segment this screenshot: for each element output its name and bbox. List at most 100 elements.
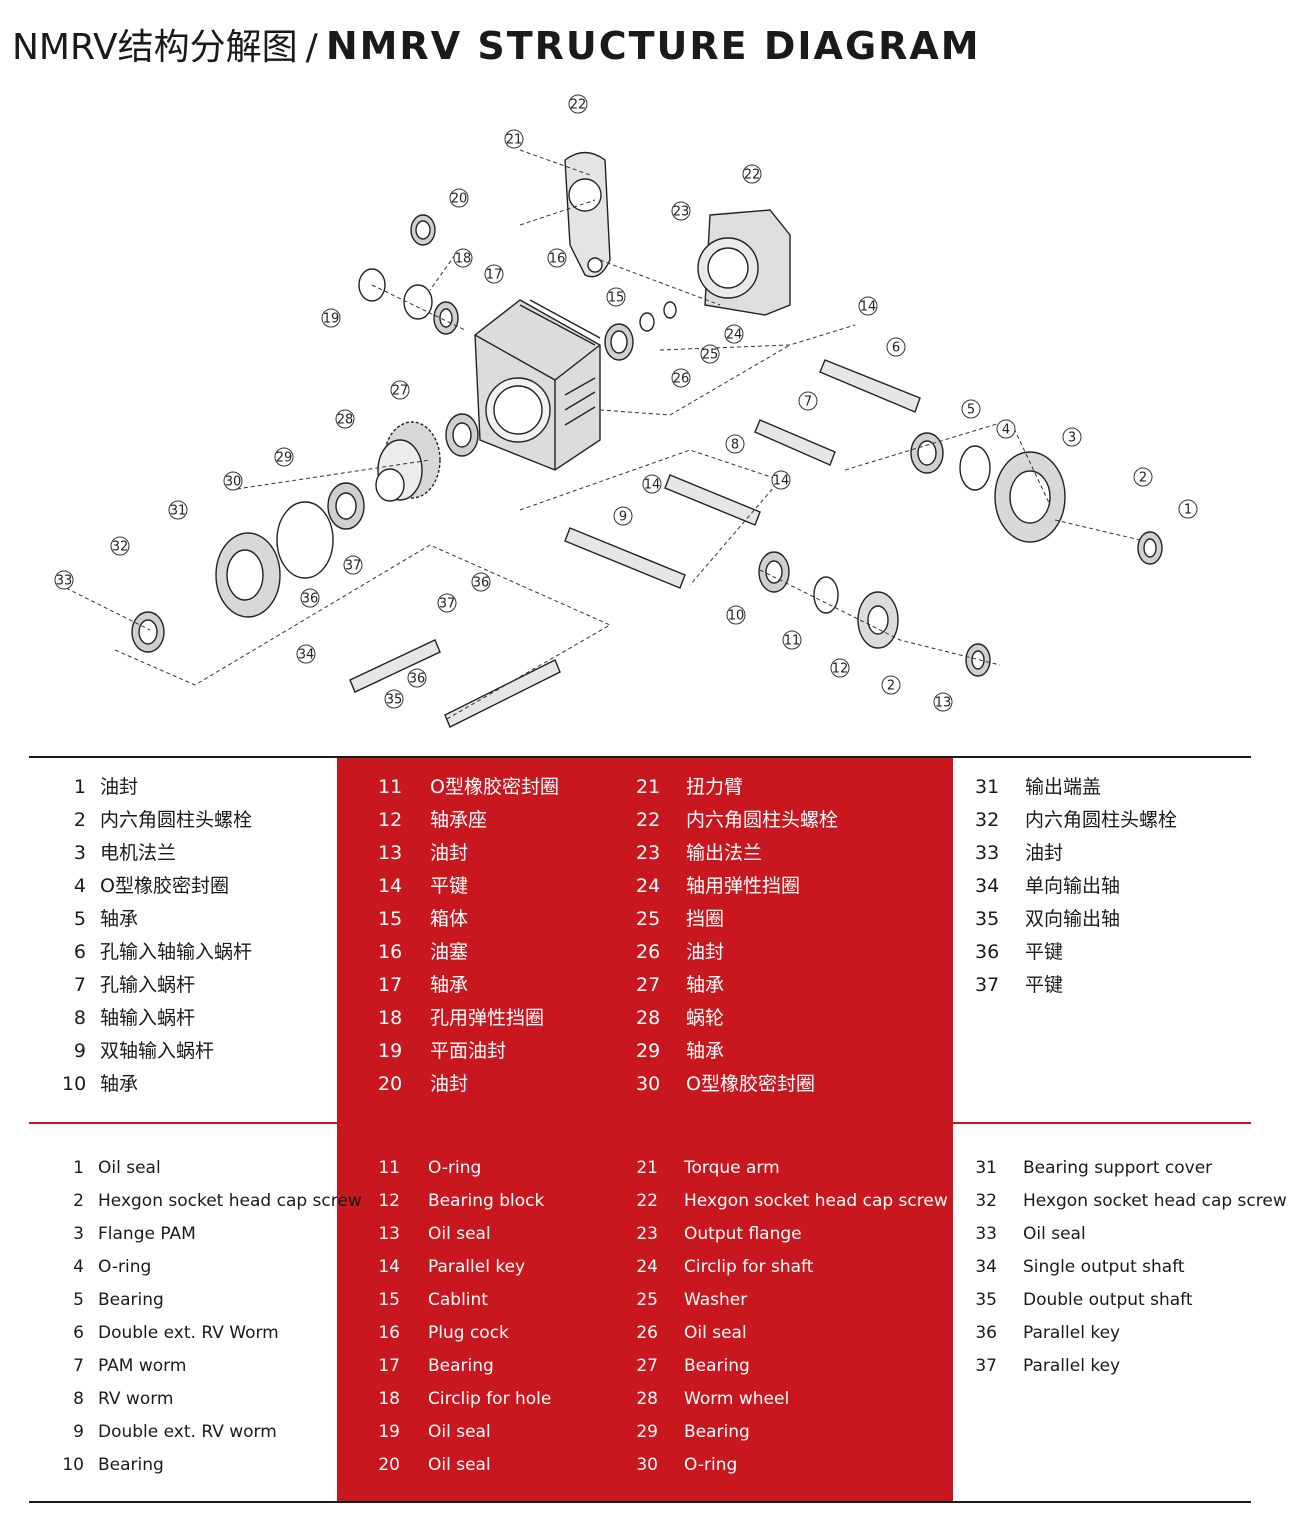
svg-text:24: 24 bbox=[726, 328, 743, 343]
worm-wheel-part bbox=[375, 421, 441, 502]
svg-text:13: 13 bbox=[935, 696, 952, 711]
part-name: Hexgon socket head cap screw bbox=[684, 1191, 948, 1211]
part-name: Single output shaft bbox=[1023, 1257, 1185, 1277]
part-cn-item: 20 油封 bbox=[378, 1069, 468, 1096]
part-number: 12 bbox=[378, 1191, 400, 1211]
part-name: 油封 bbox=[1025, 842, 1064, 864]
callout-37: 37 bbox=[437, 593, 457, 613]
output-flange-part bbox=[697, 209, 791, 316]
part-name: 单向输出轴 bbox=[1025, 875, 1121, 897]
part-number: 20 bbox=[378, 1073, 403, 1095]
svg-text:21: 21 bbox=[506, 133, 523, 148]
callout-22: 22 bbox=[742, 164, 762, 184]
callout-25: 25 bbox=[700, 344, 720, 364]
part-name: O-ring bbox=[98, 1257, 152, 1277]
part-number: 23 bbox=[636, 842, 661, 864]
callout-29: 29 bbox=[274, 447, 294, 467]
callout-28: 28 bbox=[335, 409, 355, 429]
callout-20: 20 bbox=[449, 188, 469, 208]
part-name: 轴承 bbox=[686, 974, 725, 996]
title-en: NMRV STRUCTURE DIAGRAM bbox=[325, 24, 981, 68]
callout-27: 27 bbox=[390, 380, 410, 400]
part-name: 油塞 bbox=[430, 941, 469, 963]
part-number: 13 bbox=[378, 842, 403, 864]
callout-32: 32 bbox=[110, 536, 130, 556]
svg-text:30: 30 bbox=[225, 475, 242, 490]
svg-text:11: 11 bbox=[784, 634, 801, 649]
part-name: Parallel key bbox=[1023, 1356, 1121, 1376]
part-name: 油封 bbox=[430, 1073, 469, 1095]
part-number: 25 bbox=[636, 1290, 658, 1310]
part-name: Plug cock bbox=[428, 1323, 509, 1343]
part-name: 孔输入蜗杆 bbox=[100, 974, 196, 996]
part-number: 34 bbox=[975, 1257, 997, 1277]
part-name: 内六角圆柱头螺栓 bbox=[686, 809, 839, 831]
part-name: 输出端盖 bbox=[1025, 776, 1102, 798]
part-name: 箱体 bbox=[430, 908, 469, 930]
parts-illustration bbox=[131, 151, 1163, 728]
callout-34: 34 bbox=[296, 644, 316, 664]
callout-24: 24 bbox=[724, 324, 744, 344]
part-number: 10 bbox=[62, 1073, 87, 1095]
part-number: 10 bbox=[62, 1455, 84, 1475]
part-name: 双轴输入蜗杆 bbox=[100, 1040, 215, 1062]
svg-text:14: 14 bbox=[860, 300, 877, 315]
part-number: 27 bbox=[636, 974, 661, 996]
part-number: 33 bbox=[975, 1224, 997, 1244]
part-number: 11 bbox=[378, 1158, 400, 1178]
part-name: 轴输入蜗杆 bbox=[100, 1007, 196, 1029]
part-number: 3 bbox=[73, 842, 86, 864]
part-name: Washer bbox=[684, 1290, 748, 1310]
part-number: 27 bbox=[636, 1356, 658, 1376]
svg-text:36: 36 bbox=[302, 592, 319, 607]
part-number: 20 bbox=[378, 1455, 400, 1475]
part-name: Output flange bbox=[684, 1224, 802, 1244]
callout-26: 26 bbox=[671, 368, 691, 388]
part-name: Double ext. RV Worm bbox=[98, 1323, 279, 1343]
callout-3: 3 bbox=[1062, 427, 1082, 447]
callout-2: 2 bbox=[1133, 467, 1153, 487]
part-name: 油封 bbox=[430, 842, 469, 864]
callout-14: 14 bbox=[858, 296, 878, 316]
part-number: 2 bbox=[73, 1191, 84, 1211]
part-number: 9 bbox=[73, 1040, 86, 1062]
part-number: 36 bbox=[975, 941, 1000, 963]
svg-text:2: 2 bbox=[887, 679, 895, 694]
callout-1: 1 bbox=[1178, 499, 1198, 519]
output-shaft-parts bbox=[349, 639, 561, 728]
callout-4: 4 bbox=[996, 419, 1016, 439]
part-name: O型橡胶密封圈 bbox=[686, 1073, 815, 1095]
part-name: Oil seal bbox=[428, 1455, 491, 1475]
part-number: 6 bbox=[73, 941, 86, 963]
part-number: 16 bbox=[378, 1323, 400, 1343]
part-number: 14 bbox=[378, 1257, 400, 1277]
part-en-item: 20 Oil seal bbox=[378, 1455, 491, 1475]
callout-22: 22 bbox=[568, 94, 588, 114]
